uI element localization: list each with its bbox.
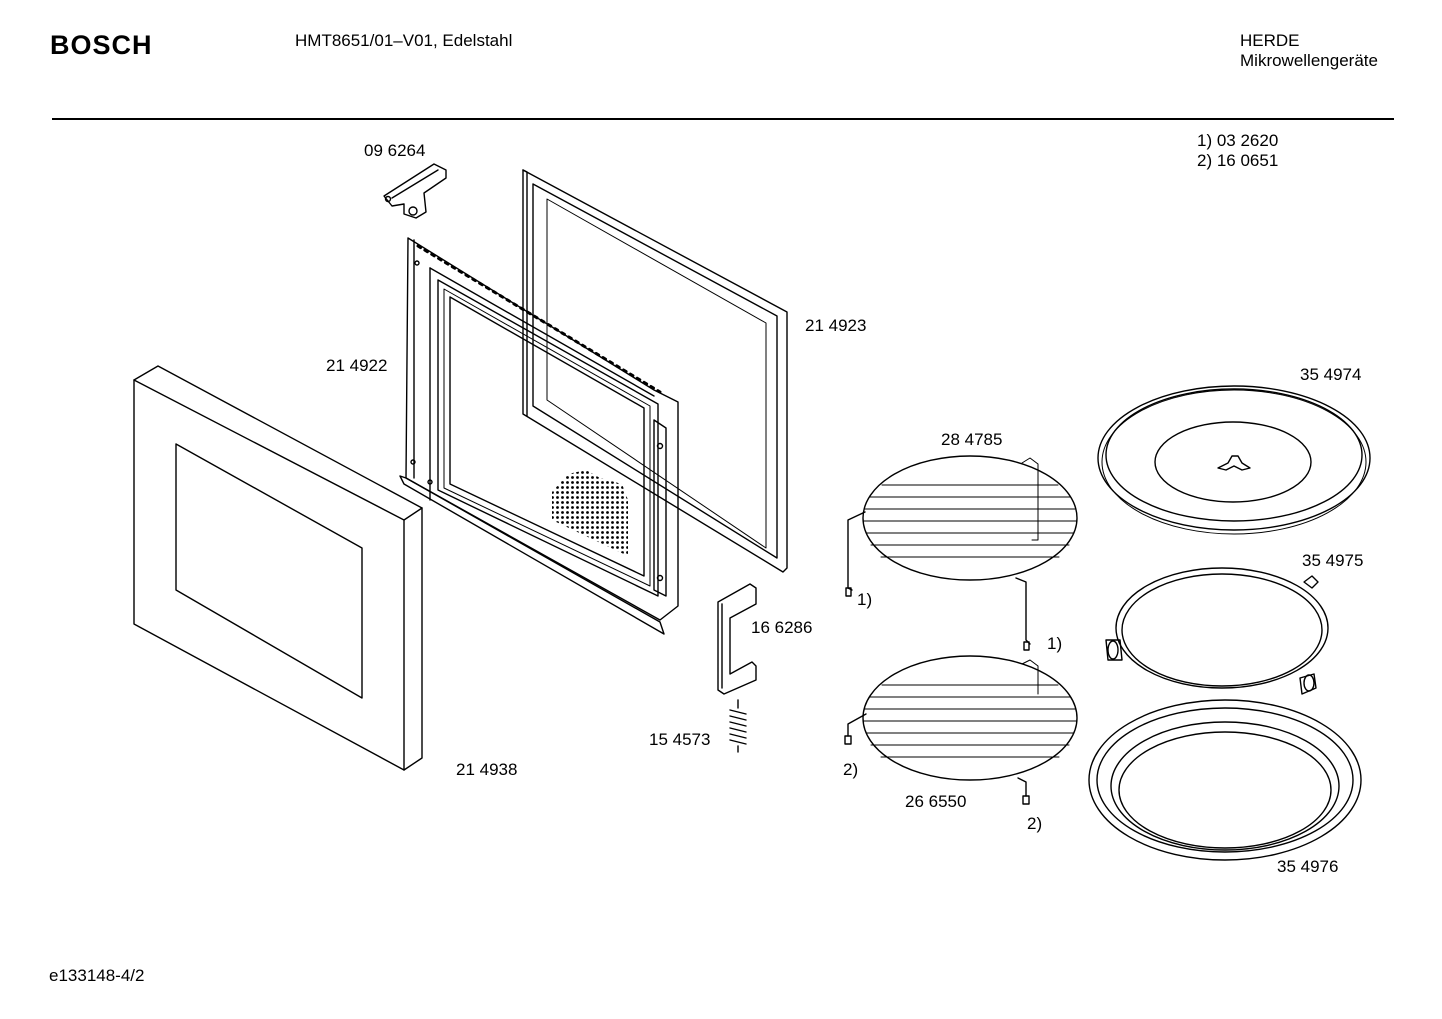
hinge-part bbox=[383, 163, 447, 219]
rack-low-part bbox=[844, 655, 1078, 805]
turntable-plate-part bbox=[1097, 385, 1371, 535]
part-label-spring: 15 4573 bbox=[649, 730, 711, 749]
footnote-1: 1) 03 2620 bbox=[1197, 131, 1279, 150]
turntable-support-part bbox=[1088, 699, 1362, 861]
category-line-1: HERDE bbox=[1240, 31, 1300, 50]
door-seal-frame-part bbox=[522, 169, 788, 573]
roller-ring-part bbox=[1105, 567, 1329, 695]
header-rule bbox=[52, 118, 1394, 120]
brand-logo: BOSCH bbox=[50, 30, 153, 60]
latch-part bbox=[717, 583, 757, 695]
inner-door-frame-part bbox=[399, 237, 679, 635]
category: HERDE Mikrowellengeräte bbox=[1240, 31, 1378, 71]
category-line-2: Mikrowellengeräte bbox=[1240, 51, 1378, 70]
part-label-door-seal-frame: 21 4923 bbox=[805, 316, 867, 335]
part-label-door-front: 21 4938 bbox=[456, 760, 518, 779]
part-label-turntable-support: 35 4976 bbox=[1277, 857, 1339, 876]
part-label-rack-high: 28 4785 bbox=[941, 430, 1003, 449]
part-label-latch: 16 6286 bbox=[751, 618, 813, 637]
part-label-roller-ring: 35 4975 bbox=[1302, 551, 1364, 570]
footnotes: 1) 03 2620 2) 16 0651 bbox=[1197, 131, 1278, 171]
document-id: e133148-4/2 bbox=[49, 966, 145, 985]
door-front-part bbox=[133, 365, 423, 771]
callout-rack-high-b: 1) bbox=[1047, 634, 1063, 653]
part-label-turntable-plate: 35 4974 bbox=[1300, 365, 1362, 384]
callout-rack-high-a: 1) bbox=[857, 590, 873, 609]
part-label-inner-door-frame: 21 4922 bbox=[326, 356, 388, 375]
spring-part bbox=[729, 699, 747, 753]
footnote-2: 2) 16 0651 bbox=[1197, 151, 1279, 170]
model-title: HMT8651/01–V01, Edelstahl bbox=[295, 31, 513, 50]
callout-rack-low-a: 2) bbox=[843, 760, 859, 779]
callout-rack-low-b: 2) bbox=[1027, 814, 1043, 833]
part-label-rack-low: 26 6550 bbox=[905, 792, 967, 811]
rack-high-part bbox=[845, 455, 1078, 651]
part-label-hinge: 09 6264 bbox=[364, 141, 426, 160]
